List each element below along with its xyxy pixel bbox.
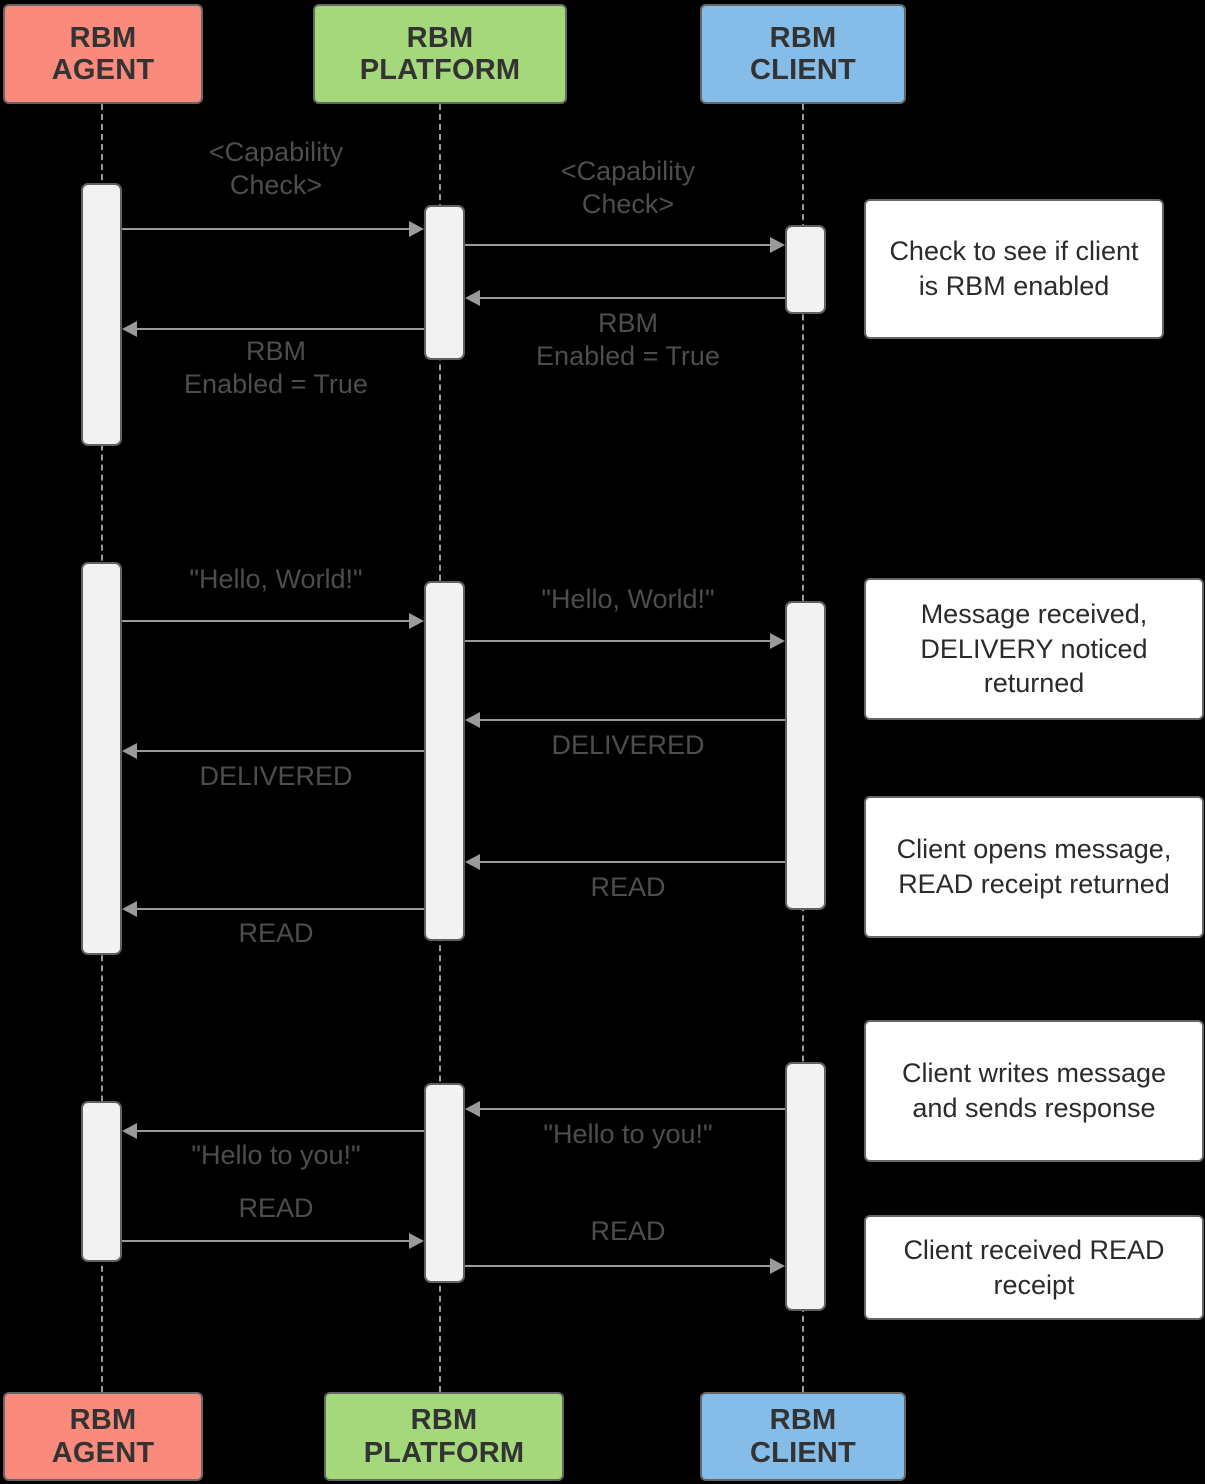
message-line-m11 xyxy=(480,1108,785,1110)
message-arrowhead-m1 xyxy=(409,221,424,237)
message-arrowhead-m6 xyxy=(770,633,785,649)
activation-client-1 xyxy=(785,225,826,314)
note-client-received-read: Client received READ receipt xyxy=(864,1215,1204,1320)
message-arrowhead-m8 xyxy=(122,743,137,759)
participant-header-platform-line2: PLATFORM xyxy=(359,54,521,86)
activation-agent-3 xyxy=(81,1101,122,1262)
activation-platform-3 xyxy=(424,1083,465,1283)
message-line-m4 xyxy=(137,328,424,330)
message-arrowhead-m3 xyxy=(465,290,480,306)
message-label-m3: RBM Enabled = True xyxy=(536,308,720,372)
activation-client-3 xyxy=(785,1062,826,1311)
participant-footer-agent[interactable]: RBM AGENT xyxy=(3,1392,203,1481)
message-arrowhead-m7 xyxy=(465,712,480,728)
message-label-m14: READ xyxy=(590,1216,666,1246)
message-line-m2 xyxy=(465,244,770,246)
participant-footer-platform-line2: PLATFORM xyxy=(363,1436,525,1469)
message-arrowhead-m14 xyxy=(770,1258,785,1274)
participant-header-agent-line1: RBM xyxy=(69,21,137,54)
message-label-m8: DELIVERED xyxy=(199,761,353,791)
message-label-m2: <Capability Check> xyxy=(560,156,696,220)
message-line-m9 xyxy=(480,861,785,863)
message-line-m14 xyxy=(465,1265,770,1267)
activation-client-2 xyxy=(785,601,826,910)
participant-header-platform[interactable]: RBM PLATFORM xyxy=(313,4,567,104)
note-message-received: Message received, DELIVERY noticed retur… xyxy=(864,578,1204,720)
participant-header-agent[interactable]: RBM AGENT xyxy=(3,4,203,104)
participant-footer-agent-line2: AGENT xyxy=(51,1436,155,1469)
participant-header-platform-line1: RBM xyxy=(406,21,474,54)
message-label-m1: <Capability Check> xyxy=(208,137,344,201)
message-line-m3 xyxy=(480,297,785,299)
message-arrowhead-m5 xyxy=(409,613,424,629)
note-client-writes-message: Client writes message and sends response xyxy=(864,1020,1204,1162)
participant-footer-client[interactable]: RBM CLIENT xyxy=(700,1392,906,1481)
message-line-m5 xyxy=(122,620,409,622)
message-label-m6: "Hello, World!" xyxy=(541,584,715,614)
note-capability-check: Check to see if client is RBM enabled xyxy=(864,199,1164,339)
message-label-m9: READ xyxy=(590,872,666,902)
activation-agent-1 xyxy=(81,183,122,446)
message-label-m10: READ xyxy=(238,918,314,948)
participant-footer-platform-line1: RBM xyxy=(410,1404,478,1437)
message-arrowhead-m4 xyxy=(122,321,137,337)
message-line-m1 xyxy=(122,228,409,230)
message-line-m10 xyxy=(137,908,424,910)
message-label-m4: RBM Enabled = True xyxy=(184,336,368,400)
participant-footer-platform[interactable]: RBM PLATFORM xyxy=(324,1392,564,1481)
message-line-m12 xyxy=(137,1130,424,1132)
participant-footer-agent-line1: RBM xyxy=(69,1404,137,1437)
participant-header-client[interactable]: RBM CLIENT xyxy=(700,4,906,104)
message-arrowhead-m11 xyxy=(465,1101,480,1117)
message-arrowhead-m2 xyxy=(770,237,785,253)
participant-header-client-line1: RBM xyxy=(769,21,837,54)
activation-agent-2 xyxy=(81,562,122,955)
message-arrowhead-m12 xyxy=(122,1123,137,1139)
participant-header-agent-line2: AGENT xyxy=(51,54,155,86)
participant-footer-client-line2: CLIENT xyxy=(750,1436,856,1469)
message-label-m5: "Hello, World!" xyxy=(189,564,363,594)
message-label-m12: "Hello to you!" xyxy=(191,1140,361,1170)
activation-platform-2 xyxy=(424,581,465,941)
note-client-opens-message: Client opens message, READ receipt retur… xyxy=(864,796,1204,938)
message-line-m6 xyxy=(465,640,770,642)
message-line-m7 xyxy=(480,719,785,721)
participant-header-client-line2: CLIENT xyxy=(750,54,856,86)
message-line-m13 xyxy=(122,1240,409,1242)
message-arrowhead-m13 xyxy=(409,1233,424,1249)
message-arrowhead-m10 xyxy=(122,901,137,917)
message-label-m7: DELIVERED xyxy=(551,730,705,760)
participant-footer-client-line1: RBM xyxy=(769,1404,837,1437)
message-line-m8 xyxy=(137,750,424,752)
message-label-m11: "Hello to you!" xyxy=(543,1119,713,1149)
message-arrowhead-m9 xyxy=(465,854,480,870)
message-label-m13: READ xyxy=(238,1193,314,1223)
activation-platform-1 xyxy=(424,205,465,360)
